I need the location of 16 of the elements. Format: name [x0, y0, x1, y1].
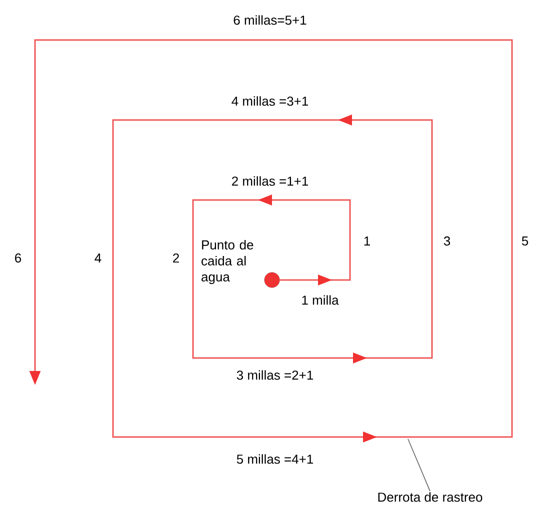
- path-label: 2 millas =1+1: [232, 176, 308, 186]
- path-label: 6 millas=5+1: [234, 15, 306, 25]
- path-label: 3: [444, 236, 450, 246]
- leader-line: [408, 438, 430, 492]
- path-label: 4 millas =3+1: [232, 96, 308, 106]
- path-label: 5: [522, 236, 528, 246]
- path-label: 6: [15, 253, 22, 263]
- path-label: 3 millas =2+1: [236, 370, 314, 380]
- path-label: 1 milla: [302, 295, 339, 305]
- text-label: Derrota de rastreo: [378, 492, 482, 502]
- path-label: 5 millas =4+1: [236, 454, 314, 464]
- drop-point-dot: [264, 272, 280, 288]
- path-label: 2: [173, 253, 179, 263]
- path-label: 1: [364, 236, 370, 246]
- path-label: 4: [94, 254, 102, 262]
- point-label: Punto de caida al agua: [202, 240, 254, 284]
